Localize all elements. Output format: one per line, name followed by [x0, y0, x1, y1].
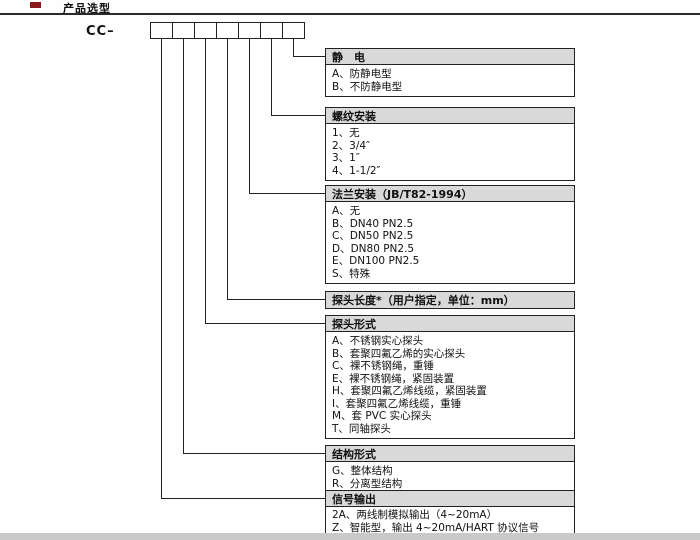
option: I、套聚四氟乙烯线缆，重锤	[332, 397, 462, 410]
option: A、无	[332, 205, 361, 217]
option: C、裸不锈钢绳，重锤	[332, 360, 434, 372]
option: A、防静电型	[332, 68, 392, 80]
code-box-probe-type	[194, 22, 217, 39]
option: A、不锈钢实心探头	[332, 335, 424, 347]
block-options: A、无 B、DN40 PN2.5 C、DN50 PN2.5 D、DN80 PN2…	[326, 202, 574, 283]
option: B、不防静电型	[332, 80, 403, 93]
connector-line	[205, 39, 206, 323]
option: H、套聚四氟乙烯线缆，紧固装置	[332, 385, 487, 397]
option: 2A、两线制模拟输出（4~20mA）	[332, 509, 498, 521]
block-options: A、防静电型 B、不防静电型	[326, 65, 574, 96]
code-box-thread	[260, 22, 283, 39]
option: 3、1″	[332, 152, 360, 164]
connector-line	[183, 453, 325, 454]
model-code-boxes	[150, 22, 305, 39]
option: D、DN80 PN2.5	[332, 242, 415, 255]
block-header: 结构形式	[326, 446, 574, 462]
section-title: 产品选型	[63, 2, 111, 15]
block-signal-output: 信号输出 2A、两线制模拟输出（4~20mA） Z、智能型，输出 4~20mA/…	[325, 490, 575, 537]
option: 2、3/4″	[332, 139, 371, 152]
connector-line	[227, 39, 228, 299]
block-static-electricity: 静 电 A、防静电型 B、不防静电型	[325, 48, 575, 97]
connector-line	[293, 39, 294, 56]
connector-line	[161, 39, 162, 498]
connector-line	[249, 193, 325, 194]
code-box-flange	[238, 22, 261, 39]
block-structure-type: 结构形式 G、整体结构 R、分离型结构	[325, 445, 575, 494]
connector-line	[161, 498, 325, 499]
option: R、分离型结构	[332, 477, 403, 490]
block-header: 信号输出	[326, 491, 574, 507]
option: B、DN40 PN2.5	[332, 217, 414, 230]
block-header: 探头形式	[326, 316, 574, 332]
block-options: 1、无 2、3/4″ 3、1″ 4、1-1/2″	[326, 124, 574, 180]
option: S、特殊	[332, 267, 371, 280]
block-thread-mount: 螺纹安装 1、无 2、3/4″ 3、1″ 4、1-1/2″	[325, 107, 575, 181]
block-header: 螺纹安装	[326, 108, 574, 124]
option: C、DN50 PN2.5	[332, 230, 414, 242]
model-code-prefix: CC–	[86, 24, 115, 39]
block-header: 探头长度*（用户指定，单位：mm）	[326, 292, 574, 308]
block-header: 法兰安装（JB/T82-1994）	[326, 186, 574, 202]
option: B、套聚四氟乙烯的实心探头	[332, 347, 466, 360]
block-options: G、整体结构 R、分离型结构	[326, 462, 574, 493]
option: E、裸不锈钢绳，紧固装置	[332, 372, 455, 385]
title-divider	[0, 13, 700, 15]
code-box-static	[282, 22, 305, 39]
code-box-signal	[150, 22, 173, 39]
block-probe-length: 探头长度*（用户指定，单位：mm）	[325, 291, 575, 309]
section-bullet-icon	[30, 2, 41, 8]
connector-line	[271, 39, 272, 115]
code-box-structure	[172, 22, 195, 39]
option: Z、智能型，输出 4~20mA/HART 协议信号	[332, 521, 540, 534]
option: 4、1-1/2″	[332, 164, 381, 177]
block-probe-type: 探头形式 A、不锈钢实心探头 B、套聚四氟乙烯的实心探头 C、裸不锈钢绳，重锤 …	[325, 315, 575, 439]
block-options: 2A、两线制模拟输出（4~20mA） Z、智能型，输出 4~20mA/HART …	[326, 507, 574, 536]
connector-line	[271, 115, 325, 116]
option: E、DN100 PN2.5	[332, 255, 420, 267]
block-header: 静 电	[326, 49, 574, 65]
option: 1、无	[332, 127, 360, 139]
block-options: A、不锈钢实心探头 B、套聚四氟乙烯的实心探头 C、裸不锈钢绳，重锤 E、裸不锈…	[326, 332, 574, 438]
option: T、同轴探头	[332, 422, 391, 435]
connector-line	[227, 299, 325, 300]
page-footer-stripe	[0, 533, 700, 540]
option: M、套 PVC 实心探头	[332, 410, 432, 422]
connector-line	[183, 39, 184, 453]
option: G、整体结构	[332, 465, 393, 477]
connector-line	[249, 39, 250, 193]
code-box-probe-length	[216, 22, 239, 39]
connector-line	[205, 323, 325, 324]
block-flange-mount: 法兰安装（JB/T82-1994） A、无 B、DN40 PN2.5 C、DN5…	[325, 185, 575, 284]
connector-line	[293, 56, 325, 57]
